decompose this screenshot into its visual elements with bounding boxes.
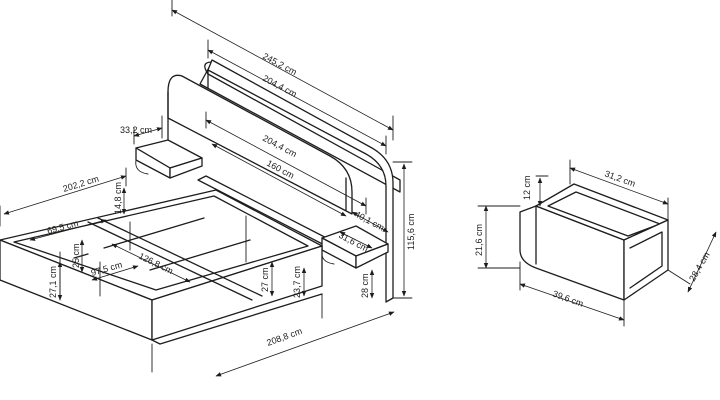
dim-33-2-cm: 33,2 cm [120,125,152,135]
dim-31-2-cm: 31,2 cm [603,168,637,188]
drawer-drawing [519,183,669,301]
dim-28-cm: 28 cm [360,273,370,298]
bed-drawing [0,59,401,345]
dim-27-cm: 27 cm [260,267,270,292]
dim-21-6-cm: 21,6 cm [474,224,484,256]
left-nightstand [135,139,203,179]
dim-12-cm: 12 cm [522,175,532,200]
dim-27-1-cm: 27,1 cm [48,266,58,298]
dim-202-2-cm: 202,2 cm [62,174,100,194]
dim-14-8-cm: 14,8 cm [113,182,123,214]
dim-23-7-cm: 23,7 cm [292,266,302,298]
dim-25-cm: 25 cm [71,243,81,268]
dim-28-4-cm: 28,4 cm [687,250,712,283]
dim-115-6-cm: 115,6 cm [406,214,416,250]
dim-39-6-cm: 39,6 cm [551,288,585,308]
dim-208-8-cm: 208,8 cm [265,326,303,348]
